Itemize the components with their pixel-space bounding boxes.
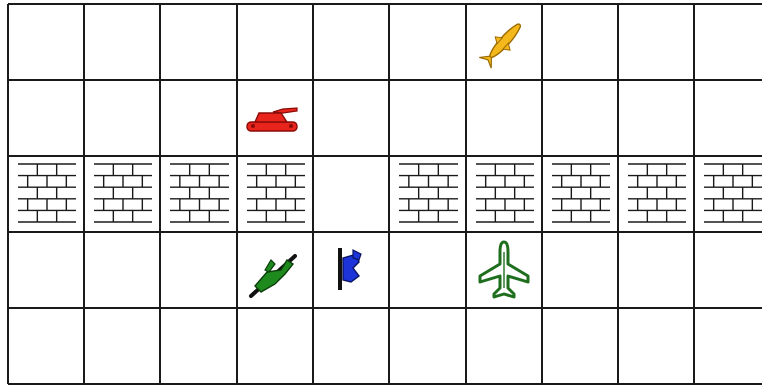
grid-line-vertical bbox=[236, 4, 238, 384]
board-cell[interactable] bbox=[542, 232, 618, 308]
board-cell[interactable] bbox=[389, 80, 466, 156]
board-cell[interactable] bbox=[466, 308, 542, 384]
board-cell[interactable] bbox=[618, 80, 694, 156]
board-cell[interactable] bbox=[389, 308, 466, 384]
brick-wall-tile bbox=[160, 156, 237, 232]
board-cell[interactable] bbox=[694, 80, 762, 156]
green-artillery-icon[interactable] bbox=[237, 232, 313, 308]
blue-soldier-icon[interactable] bbox=[313, 232, 389, 308]
brick-wall-tile bbox=[542, 156, 618, 232]
board-cell[interactable] bbox=[694, 232, 762, 308]
board-cell[interactable] bbox=[84, 308, 160, 384]
brick-wall-tile bbox=[694, 156, 762, 232]
board-cell[interactable] bbox=[160, 232, 237, 308]
grid-line-vertical bbox=[617, 4, 619, 384]
grid-line-vertical bbox=[159, 4, 161, 384]
board-cell[interactable] bbox=[542, 4, 618, 80]
green-plane-icon[interactable] bbox=[466, 232, 542, 308]
board-cell[interactable] bbox=[618, 232, 694, 308]
grid-line-horizontal bbox=[8, 155, 762, 157]
brick-wall-tile bbox=[389, 156, 466, 232]
board-cell[interactable] bbox=[8, 4, 84, 80]
board-cell[interactable] bbox=[84, 80, 160, 156]
board-cell[interactable] bbox=[542, 308, 618, 384]
brick-wall-tile bbox=[237, 156, 313, 232]
board-cell[interactable] bbox=[389, 4, 466, 80]
board-cell[interactable] bbox=[237, 308, 313, 384]
board-cell[interactable] bbox=[618, 4, 694, 80]
brick-wall-tile bbox=[84, 156, 160, 232]
board-cell[interactable] bbox=[84, 4, 160, 80]
red-tank-icon[interactable] bbox=[237, 80, 313, 156]
board-cell[interactable] bbox=[8, 308, 84, 384]
grid-line-vertical bbox=[83, 4, 85, 384]
yellow-missile-icon[interactable] bbox=[466, 4, 542, 80]
board-cell[interactable] bbox=[313, 80, 389, 156]
board-cell[interactable] bbox=[8, 80, 84, 156]
board-cell[interactable] bbox=[84, 232, 160, 308]
board-cell[interactable] bbox=[237, 4, 313, 80]
board-cell[interactable] bbox=[160, 4, 237, 80]
grid-line-vertical bbox=[312, 4, 314, 384]
board-cell[interactable] bbox=[694, 4, 762, 80]
board-cell[interactable] bbox=[389, 232, 466, 308]
grid-line-vertical bbox=[693, 4, 695, 384]
board-cell[interactable] bbox=[8, 232, 84, 308]
grid-line-horizontal bbox=[8, 79, 762, 81]
grid-line-horizontal bbox=[8, 3, 762, 5]
brick-wall-tile bbox=[8, 156, 84, 232]
board-cell[interactable] bbox=[160, 80, 237, 156]
board-cell[interactable] bbox=[542, 80, 618, 156]
board-cell[interactable] bbox=[313, 156, 389, 232]
brick-wall-tile bbox=[466, 156, 542, 232]
board-cell[interactable] bbox=[160, 308, 237, 384]
grid-line-vertical bbox=[7, 4, 9, 384]
board-cell[interactable] bbox=[618, 308, 694, 384]
board-cell[interactable] bbox=[694, 308, 762, 384]
board-cell[interactable] bbox=[313, 4, 389, 80]
brick-wall-tile bbox=[618, 156, 694, 232]
grid-line-vertical bbox=[388, 4, 390, 384]
board-cell[interactable] bbox=[466, 80, 542, 156]
board-cell[interactable] bbox=[313, 308, 389, 384]
